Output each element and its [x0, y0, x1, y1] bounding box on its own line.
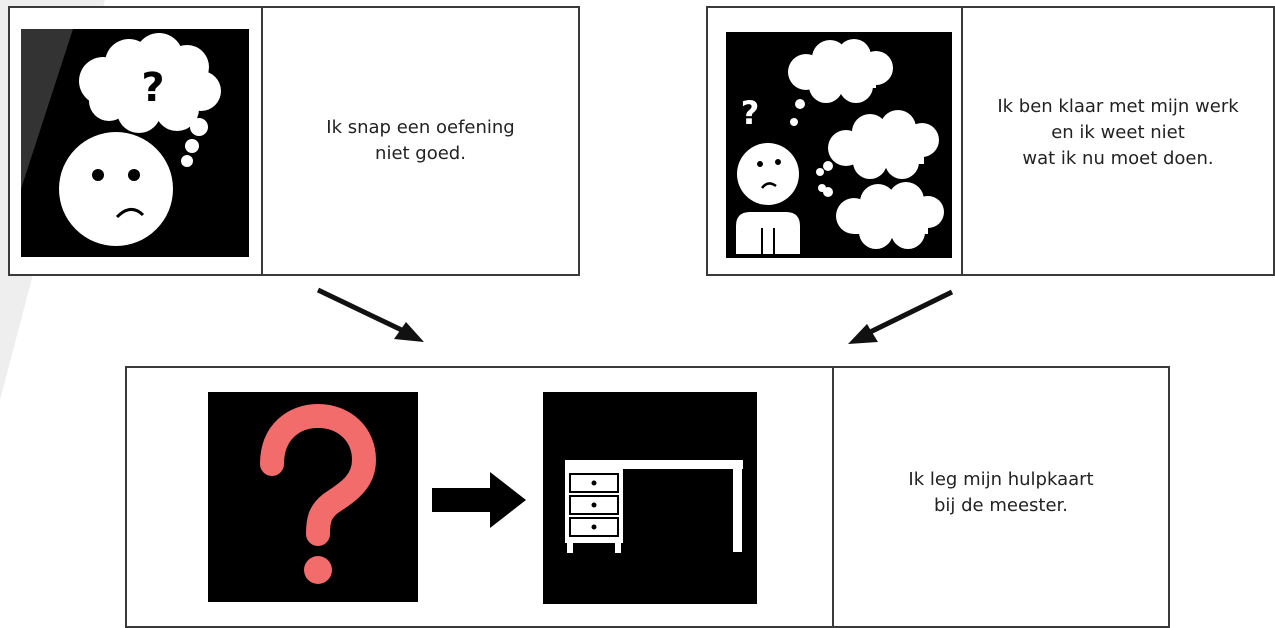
- card-help-card-to-teacher: Ik leg mijn hulpkaart bij de meester.: [125, 366, 1170, 628]
- teacher-desk-icon: [543, 392, 757, 604]
- arrow-left-to-bottom-icon: [316, 287, 424, 342]
- card-divider: [261, 8, 263, 274]
- card-cannot-understand-exercise: ? Ik snap een oefening niet goed.: [8, 6, 580, 276]
- card-finished-work: ? Ik ben klaar met mijn werk en ik weet …: [706, 6, 1275, 276]
- card-divider: [961, 8, 963, 274]
- red-question-mark-icon: [208, 392, 418, 602]
- person-question-mark: ?: [741, 94, 760, 132]
- right-arrow-icon: [432, 470, 527, 530]
- arrow-right-to-bottom-icon: [848, 289, 954, 344]
- caption-help-card: Ik leg mijn hulpkaart bij de meester.: [908, 469, 1094, 516]
- thought-question-mark: ?: [141, 65, 164, 111]
- person-many-thoughts-icon: ?: [726, 32, 952, 258]
- caption-finished-work: Ik ben klaar met mijn werk en ik weet ni…: [997, 96, 1239, 169]
- caption-cannot-understand: Ik snap een oefening niet goed.: [326, 117, 515, 164]
- confused-face-thought-icon: ?: [21, 29, 249, 257]
- card-divider: [832, 368, 834, 626]
